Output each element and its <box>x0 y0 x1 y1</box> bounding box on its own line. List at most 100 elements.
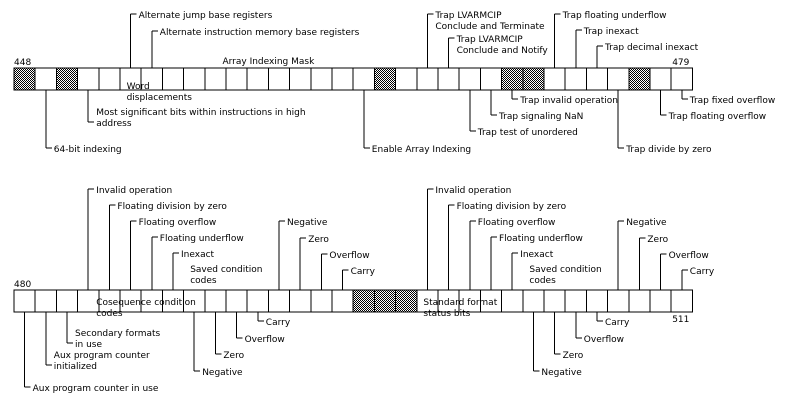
bit-cell <box>458 67 481 91</box>
bit-label-trap-lvarmcip: Trap LVARMCIP <box>434 11 502 21</box>
bit-label-invalid-operation: Invalid operation <box>96 186 172 196</box>
reserved-bit-cell <box>501 67 524 91</box>
reserved-bit-cell <box>373 289 397 313</box>
bit-label-carry: Carry <box>266 318 291 328</box>
bit-label-negative: Negative <box>541 368 582 378</box>
bit-cell <box>416 67 439 91</box>
bit-cell <box>267 67 291 91</box>
bit-cell <box>649 67 672 91</box>
bit-label-trap-floating-overflow: Trap floating overflow <box>668 112 767 122</box>
bit-cell <box>607 67 630 91</box>
bit-cell <box>310 67 333 91</box>
bit-label-floating-underflow: Floating underflow <box>499 234 583 244</box>
bit-label-trap-decimal-inexact: Trap decimal inexact <box>604 43 699 53</box>
bit-cell <box>289 289 312 313</box>
bit-label-64-bit-indexing: 64-bit indexing <box>54 145 122 155</box>
reserved-bit-cell <box>373 67 397 91</box>
bit-cell <box>183 67 206 91</box>
bit-label-aux-program-counter: Aux program counter <box>54 351 150 361</box>
bit-cell <box>267 289 291 313</box>
bit-label-inexact: Inexact <box>181 250 215 260</box>
bit-label-standard-format: Standard format <box>423 298 497 308</box>
bit-label-floating-underflow: Floating underflow <box>160 234 244 244</box>
bit-label-aux-program-counter: initialized <box>54 362 97 372</box>
bit-label-word: Word <box>127 82 150 92</box>
end-bit-number: 479 <box>672 58 689 68</box>
bit-cell <box>437 67 460 91</box>
bit-label-secondary-formats: Secondary formats <box>75 329 161 339</box>
bit-cell <box>607 289 630 313</box>
bit-label-enable-array-indexing: Enable Array Indexing <box>372 145 471 155</box>
bit-label-overflow: Overflow <box>245 335 285 345</box>
start-bit-number: 480 <box>14 280 31 290</box>
reserved-bit-cell <box>352 289 375 313</box>
bit-cell <box>225 289 248 313</box>
register-448-479: 448 479 Array Indexing Mask Alternate jump … <box>13 11 775 155</box>
bit-label-trap-fixed-overflow: Trap fixed overflow <box>689 96 775 106</box>
bit-cell <box>670 67 693 91</box>
bit-cell <box>246 67 269 91</box>
bit-label-carry: Carry <box>690 267 715 277</box>
bit-label-floating-division-by-zero: Floating division by zero <box>117 202 227 212</box>
bit-label-floating-overflow: Floating overflow <box>478 218 556 228</box>
reserved-bit-cell <box>522 67 545 91</box>
bit-cell <box>55 289 79 313</box>
bit-cell <box>331 289 354 313</box>
bit-cell <box>204 289 227 313</box>
bit-label-trap-floating-underflow: Trap floating underflow <box>562 11 667 21</box>
bit-cell <box>628 289 651 313</box>
bit-cell <box>501 289 524 313</box>
bit-label-overflow: Overflow <box>669 251 709 261</box>
bit-cell <box>13 289 36 313</box>
field-label-array-indexing-mask: Array Indexing Mask <box>222 57 315 67</box>
bit-label-zero: Zero <box>308 235 329 245</box>
bit-label-zero: Zero <box>563 351 584 361</box>
bit-label-cosequence-condition: Cosequence condition <box>96 298 196 308</box>
bit-label-trap-inexact: Trap inexact <box>583 27 639 37</box>
bit-label-floating-overflow: Floating overflow <box>139 218 217 228</box>
bit-cell <box>564 289 587 313</box>
bit-label-trap-divide-by-zero: Trap divide by zero <box>625 145 712 155</box>
bit-label-cosequence-condition: codes <box>96 309 123 319</box>
bit-label-floating-division-by-zero: Floating division by zero <box>457 202 567 212</box>
bit-cell <box>310 289 333 313</box>
bit-label-inexact: Inexact <box>520 250 554 260</box>
reserved-bit-cell <box>55 67 79 91</box>
bit-cell <box>34 289 57 313</box>
bit-label-trap-signaling-nan: Trap signaling NaN <box>498 112 583 122</box>
bit-label-saved-condition: codes <box>190 276 217 286</box>
bit-label-alternate-jump-base-registers: Alternate jump base registers <box>139 11 273 21</box>
bit-label-zero: Zero <box>223 351 244 361</box>
bit-cell <box>352 67 375 91</box>
bit-cell <box>395 67 418 91</box>
reserved-bit-cell <box>395 289 418 313</box>
bit-cell <box>98 67 121 91</box>
bit-cell <box>246 289 269 313</box>
bit-cell <box>289 67 312 91</box>
bit-label-most-significant-bits-within-instructions-in-high: address <box>96 119 132 129</box>
bit-cell <box>543 289 566 313</box>
bit-cell <box>585 67 609 91</box>
bit-cell <box>225 67 248 91</box>
bit-cell <box>543 67 566 91</box>
bit-label-trap-test-of-unordered: Trap test of unordered <box>477 128 578 138</box>
bit-cell <box>34 67 57 91</box>
bit-cell <box>479 67 503 91</box>
bit-cell <box>564 67 587 91</box>
reserved-bit-cell <box>13 67 36 91</box>
bit-label-most-significant-bits-within-instructions-in-high: Most significant bits within instruction… <box>96 108 305 118</box>
bit-label-negative: Negative <box>202 368 243 378</box>
start-bit-number: 448 <box>14 58 31 68</box>
bit-label-saved-condition: codes <box>529 276 556 286</box>
bit-label-negative: Negative <box>626 218 667 228</box>
bit-label-alternate-instruction-memory-base-registers: Alternate instruction memory base regist… <box>160 28 360 38</box>
bit-label-word: displacements <box>127 93 193 103</box>
bit-cell <box>585 289 609 313</box>
reserved-bit-cell <box>628 67 651 91</box>
bit-label-trap-lvarmcip: Conclude and Notify <box>457 46 549 56</box>
bit-cell <box>331 67 354 91</box>
bit-label-negative: Negative <box>287 218 328 228</box>
bit-label-invalid-operation: Invalid operation <box>435 186 511 196</box>
bit-label-overflow: Overflow <box>329 251 369 261</box>
